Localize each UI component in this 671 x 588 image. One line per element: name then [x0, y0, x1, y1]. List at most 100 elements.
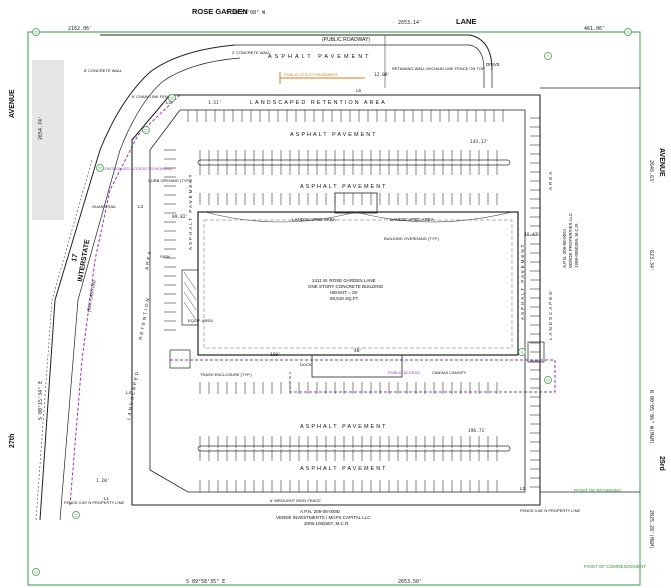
apn-right-2: VERDE PROPERTIES LLC	[568, 212, 573, 268]
parking-stalls	[164, 110, 540, 492]
apn-bottom-2: VERDE INVESTMENTS / MCPS CAPITAL LLC	[276, 515, 371, 520]
dock-label: DOCK	[300, 362, 312, 367]
avenue-left: AVENUE	[9, 89, 16, 118]
dim-top-left: 2162.06'	[68, 26, 92, 32]
curb-opening: CURB OPENING (TYP.)	[148, 178, 192, 183]
avenue-right: AVENUE	[658, 148, 665, 177]
marker-circle	[72, 511, 80, 519]
marker-number: 9	[521, 351, 523, 355]
bearing-top: S 89°53'08" W	[226, 10, 266, 16]
dim-40: 40.47'	[524, 232, 540, 238]
dim-top-right: 461.06'	[584, 26, 605, 32]
dim-left-side: 2654.74'	[38, 116, 44, 140]
marker-number: 15	[34, 31, 38, 35]
property-boundary	[27, 31, 641, 586]
marker-number: 16	[626, 31, 630, 35]
fence-left: FENCE 0.50' N PROPERTY LINE	[64, 500, 125, 505]
marker-circle	[142, 126, 150, 134]
marker-circle	[32, 568, 40, 576]
area-right: AREA	[548, 170, 553, 190]
rose-garden-lane-road	[100, 34, 493, 88]
marker-circle	[624, 28, 632, 36]
marker-number: 11	[74, 514, 78, 518]
marker-number: 10	[546, 379, 550, 383]
asphalt-row1: ASPHALT PAVEMENT	[290, 132, 378, 138]
black-canyon: (BLK CANYON)	[86, 279, 97, 312]
bearing-left: S 00°15'34" E	[38, 381, 44, 420]
concrete-wall-left: 8' CONCRETE WALL	[84, 68, 123, 73]
controlled-access: CONTROLLED ACCESS TO HIGHWAY	[102, 166, 173, 171]
equip-area: EQUIP. AREA	[188, 318, 213, 323]
building-line1: 2411 W. ROSE GARDEN LANE	[312, 278, 376, 283]
fence-right: FENCE 0.58' N PROPERTY LINE	[520, 508, 581, 513]
asphalt-top: ASPHALT PAVEMENT	[268, 54, 372, 60]
parking-island	[197, 159, 511, 166]
bearing-bottom: S 89°58'35" E	[186, 579, 225, 585]
area-left: AREA	[144, 249, 152, 270]
marker-L4: L4	[126, 390, 132, 395]
street-lane: LANE	[456, 17, 476, 26]
dim-right-low: 2025.28'(M&M)	[648, 510, 654, 549]
dim-196: 196.71'	[468, 428, 487, 434]
apn-right-3: 1998-0950359, M.C.R.	[574, 222, 579, 268]
asphalt-vert-left: ASPHALT PAVEMENT	[188, 173, 193, 250]
dim-right-side: 2646.63'	[648, 160, 654, 184]
marker-L1: L1	[104, 496, 110, 501]
building-line2: ONE STORY CONCRETE BUILDING	[308, 284, 384, 289]
dim-right-mid: 623.34'	[648, 250, 654, 271]
dim-bottom-total: 2653.50'	[398, 579, 422, 585]
stipple-area	[32, 60, 64, 220]
dim-12-08: 12.08'	[374, 72, 390, 78]
street-rose-garden: ROSE GARDEN	[192, 7, 248, 16]
retention-area-top: LANDSCAPED RETENTION AREA	[250, 100, 387, 106]
retention-left: RETENTION	[138, 296, 151, 340]
marker-circle	[96, 164, 104, 172]
marker-number: 22	[98, 167, 102, 171]
marker-circle	[518, 348, 526, 356]
marker-number: 12	[34, 571, 38, 575]
dim-143: 143.17'	[470, 139, 489, 145]
landscaped-area-1: LANDSCAPED AREA	[292, 217, 336, 222]
chain-link-fence: 6' CHAIN LINK FENCE	[132, 94, 174, 99]
asphalt-row4: ASPHALT PAVEMENT	[300, 466, 388, 472]
building	[181, 192, 519, 378]
marker-L3: L3	[138, 204, 144, 209]
marker-circle	[544, 376, 552, 384]
trash-enclosure-label: TRASH ENCLOSURE (TYP.)	[200, 372, 252, 377]
asphalt-row2: ASPHALT PAVEMENT	[300, 184, 388, 190]
drive-label: DRIVE	[486, 62, 500, 67]
building-line4: 68,519 SQ.FT.	[330, 296, 359, 301]
apn-bottom-1: A.P.N. 209-08-009D	[300, 509, 341, 514]
iron-fence-label: 6' WROUGHT IRON FENCE	[270, 498, 321, 503]
landscaped-right: LANDSCAPED	[548, 289, 553, 340]
curved-roadway	[35, 44, 241, 521]
access-easement-line	[69, 94, 556, 506]
dim-top-total: 2653.14'	[398, 20, 422, 26]
marker-circle	[544, 52, 552, 60]
apn-right-1: A.P.N. 209-08-009J	[562, 229, 567, 268]
building-line3: HEIGHT = 25'	[330, 290, 358, 295]
bearing-right: N 00°05'06" W(M&M)	[648, 390, 654, 444]
marker-number: 20	[170, 97, 174, 101]
retaining-wall: RETAINING WALL W/CHAIN LINK FENCE ON TOP	[392, 66, 485, 71]
apn-bottom-3: 2006-1062507, M.C.R.	[304, 521, 350, 526]
marker-L6: L6	[356, 88, 362, 93]
interstate-17: 17	[71, 253, 79, 262]
street-25rd: 25rd	[658, 456, 665, 471]
dim-160: 160'	[270, 352, 281, 358]
utility-easement: PUBLIC UTILITY EASEMENT	[284, 72, 338, 77]
marker-circle	[168, 94, 176, 102]
dim-89: 89.82'	[172, 214, 188, 220]
marker-number: 7	[547, 55, 549, 59]
public-roadway: (PUBLIC ROADWAY)	[322, 37, 370, 43]
marker-L2: L2	[520, 486, 526, 491]
landscaped-area-2: LANDSCAPED AREA	[390, 217, 434, 222]
dim-40-bldg: 40'	[354, 348, 362, 354]
building-overhang: BUILDING OVERHANG (TYP.)	[384, 236, 440, 241]
dim-1-20: 1.20'	[96, 478, 110, 484]
parking-island	[197, 445, 511, 452]
asphalt-vert-right: ASPHALT PAVEMENT	[520, 243, 525, 320]
purple-note: PUBLIC ACCESS	[388, 370, 420, 375]
